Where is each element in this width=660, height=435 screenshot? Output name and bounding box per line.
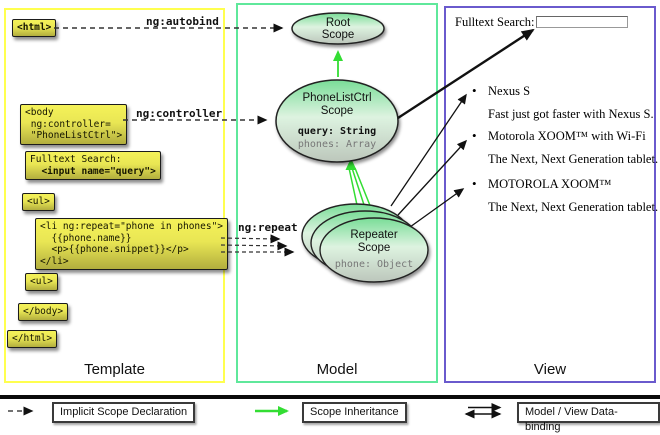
code-body-close: </body>: [18, 303, 69, 321]
view-item-desc: The Next, Next Generation tablet.: [488, 200, 659, 214]
legend-separator: [0, 395, 660, 399]
search-input[interactable]: [536, 16, 628, 28]
code-ul-close: <ul>: [25, 273, 58, 291]
repeat-label: ng:repeat: [238, 221, 298, 234]
code-ul-open: <ul>: [22, 193, 55, 211]
code-html-open: <html>: [12, 19, 57, 37]
autobind-label: ng:autobind: [145, 15, 220, 28]
view-item-desc: Fast just got faster with Nexus S.: [488, 107, 654, 121]
template-panel: Template: [4, 8, 225, 383]
code-fulltext-search: Fulltext Search: <input name="query">: [25, 151, 161, 180]
view-item-title: Nexus S: [488, 84, 531, 98]
model-panel: Model: [236, 3, 438, 383]
legend-data-binding: Model / View Data-binding: [517, 402, 660, 433]
legend-scope-inheritance: Scope Inheritance: [302, 402, 407, 423]
view-panel: View: [444, 6, 656, 383]
controller-label: ng:controller: [135, 107, 224, 120]
code-html-close: </html>: [7, 330, 58, 348]
code-fulltext-label: Fulltext Search:: [30, 154, 122, 165]
view-search-label: Fulltext Search:: [455, 15, 535, 29]
code-li-repeat: <li ng:repeat="phone in phones"> {{phone…: [35, 218, 229, 270]
view-item-title: MOTOROLA XOOM™: [488, 177, 612, 191]
template-panel-title: Template: [84, 361, 145, 378]
code-body-open: <body ng:controller= "PhoneListCtrl">: [20, 104, 128, 145]
bullet-icon: •: [472, 176, 477, 191]
bullet-icon: •: [472, 83, 477, 98]
model-panel-title: Model: [316, 361, 358, 378]
legend-implicit-scope: Implicit Scope Declaration: [52, 402, 196, 423]
view-item-title: Motorola XOOM™ with Wi-Fi: [488, 129, 646, 143]
code-input-tag: <input name="query">: [41, 165, 156, 177]
view-item-desc: The Next, Next Generation tablet.: [488, 152, 659, 166]
view-panel-title: View: [533, 361, 567, 378]
bullet-icon: •: [472, 128, 477, 143]
